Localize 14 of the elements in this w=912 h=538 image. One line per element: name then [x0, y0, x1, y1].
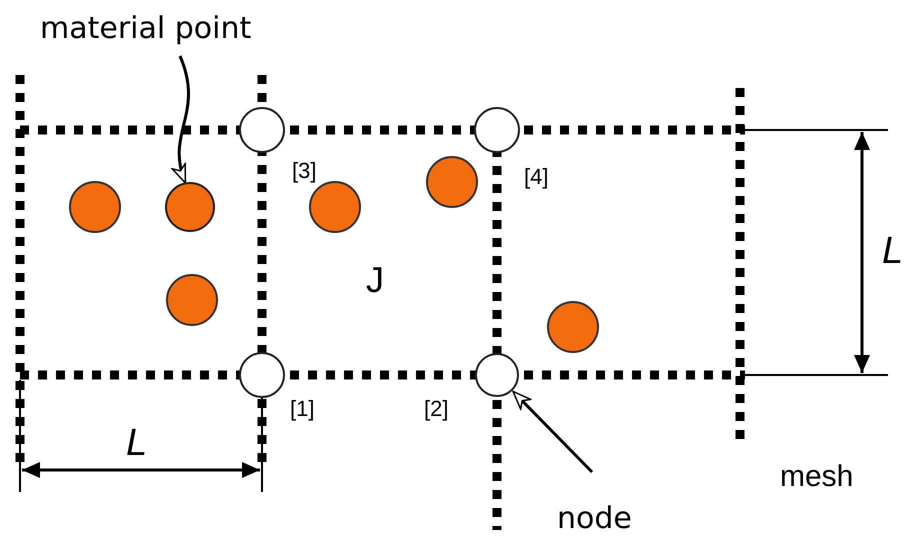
label: J [366, 262, 384, 298]
label: [3] [292, 160, 316, 182]
callout-text: material point [40, 14, 252, 44]
label: [1] [290, 398, 314, 420]
arrow [172, 55, 190, 184]
material-point [165, 182, 215, 232]
callout-text: node [557, 504, 632, 534]
label: mesh [780, 462, 854, 492]
arrow [512, 390, 594, 474]
label: [4] [524, 166, 548, 188]
mesh-node [475, 353, 519, 397]
dimension-label: L [882, 232, 904, 270]
dimension-label: L [126, 424, 148, 462]
label: [2] [424, 398, 448, 420]
